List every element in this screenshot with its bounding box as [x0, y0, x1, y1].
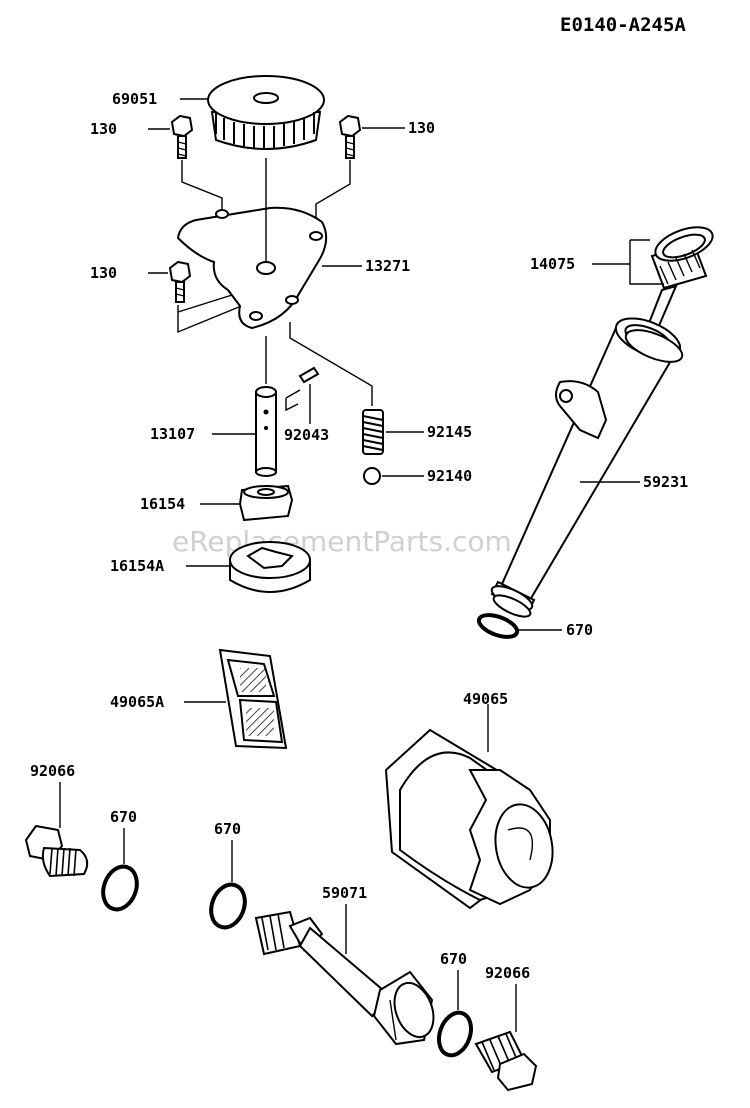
- bolt-130-left-top: [170, 114, 194, 159]
- ball-92140: [363, 467, 381, 485]
- filler-tube-59231: [490, 317, 684, 618]
- rotor-16154A: [229, 541, 311, 593]
- label-670-center: 670: [214, 820, 241, 838]
- rotor-16154: [238, 484, 294, 522]
- gear-69051: [207, 75, 325, 150]
- label-670-left: 670: [110, 808, 137, 826]
- label-59231: 59231: [643, 473, 688, 491]
- diagram-code: E0140-A245A: [560, 14, 686, 36]
- spring-92145: [362, 409, 384, 455]
- drain-plug-92066-right: [474, 1030, 538, 1092]
- fitting-59071: [254, 910, 435, 1046]
- watermark-text: eReplacementParts.com: [172, 525, 512, 558]
- label-16154: 16154: [140, 495, 185, 513]
- oil-filter-49065: [384, 728, 554, 910]
- label-670-right: 670: [440, 950, 467, 968]
- o-ring-670-left: [101, 864, 139, 912]
- label-59071: 59071: [322, 884, 367, 902]
- bolt-130-left-bottom: [168, 260, 192, 303]
- label-130-left-bottom: 130: [90, 264, 117, 282]
- label-92066-right: 92066: [485, 964, 530, 982]
- label-92043: 92043: [284, 426, 329, 444]
- label-69051: 69051: [112, 90, 157, 108]
- shaft-13107: [255, 386, 277, 477]
- label-670-tube: 670: [566, 621, 593, 639]
- drain-plug-92066-left: [24, 824, 89, 878]
- filler-cap-14075: [638, 226, 714, 348]
- screen-49065A: [218, 648, 288, 750]
- o-ring-670-right: [437, 1010, 473, 1058]
- label-49065: 49065: [463, 690, 508, 708]
- label-130-right: 130: [408, 119, 435, 137]
- label-130-left-top: 130: [90, 120, 117, 138]
- plate-13271: [176, 206, 328, 330]
- o-ring-670-center: [209, 882, 247, 930]
- label-92140: 92140: [427, 467, 472, 485]
- label-49065A: 49065A: [110, 693, 164, 711]
- label-13107: 13107: [150, 425, 195, 443]
- pin-92043: [285, 366, 320, 412]
- bolt-130-right: [338, 114, 362, 159]
- label-92145: 92145: [427, 423, 472, 441]
- label-92066-left: 92066: [30, 762, 75, 780]
- o-ring-670-tube: [476, 613, 520, 639]
- label-13271: 13271: [365, 257, 410, 275]
- label-16154A: 16154A: [110, 557, 164, 575]
- label-14075: 14075: [530, 255, 575, 273]
